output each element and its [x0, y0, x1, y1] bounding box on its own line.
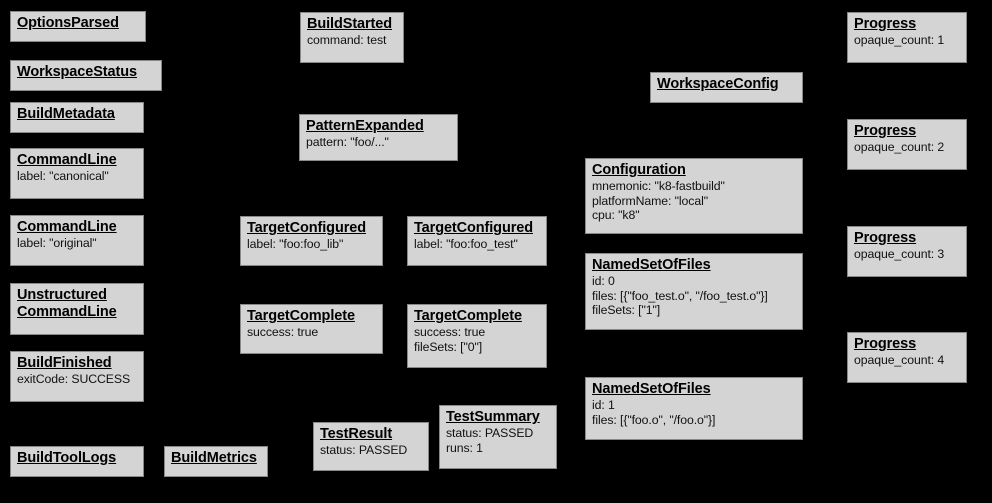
node-field: id: 0	[592, 274, 615, 289]
node-title: TestSummary	[446, 409, 540, 425]
node-title: BuildToolLogs	[17, 450, 117, 466]
node-field: platformName: "local"	[592, 193, 708, 208]
node-title: CommandLine	[17, 219, 117, 235]
node-build-tool-logs[interactable]: BuildToolLogs	[10, 446, 144, 477]
node-title: BuildMetrics	[171, 450, 257, 466]
node-field: files: [{"foo.o", "/foo.o"}]	[592, 412, 716, 427]
node-field: label: "original"	[17, 236, 97, 251]
node-field: status: PASSED	[320, 443, 408, 458]
node-build-metadata[interactable]: BuildMetadata	[10, 102, 144, 133]
node-field: opaque_count: 3	[854, 247, 945, 262]
node-field: cpu: "k8"	[592, 208, 640, 223]
node-title: TargetConfigured	[247, 220, 366, 236]
node-field: status: PASSED	[446, 426, 534, 441]
node-title: WorkspaceStatus	[17, 64, 137, 80]
node-field: command: test	[307, 33, 387, 48]
node-title: Progress	[854, 16, 917, 32]
node-title: Configuration	[592, 162, 686, 178]
node-title: TargetComplete	[414, 308, 522, 324]
node-title: BuildFinished	[17, 355, 112, 371]
node-field: opaque_count: 1	[854, 33, 945, 48]
node-field: label: "foo:foo_lib"	[247, 237, 344, 252]
node-workspace-config[interactable]: WorkspaceConfig	[650, 72, 803, 103]
node-field: files: [{"foo_test.o", "/foo_test.o"}]	[592, 288, 768, 303]
node-title: TestResult	[320, 426, 393, 442]
node-title: PatternExpanded	[306, 118, 424, 134]
node-title: WorkspaceConfig	[657, 76, 779, 92]
node-field: mnemonic: "k8-fastbuild"	[592, 179, 725, 194]
node-workspace-status[interactable]: WorkspaceStatus	[10, 60, 162, 91]
node-field: fileSets: ["1"]	[592, 303, 661, 318]
node-title: Unstructured	[17, 287, 107, 303]
node-field: label: "canonical"	[17, 169, 109, 184]
node-title: TargetComplete	[247, 308, 355, 324]
node-field: pattern: "foo/..."	[306, 135, 389, 150]
node-title: Progress	[854, 123, 917, 139]
node-title: CommandLine	[17, 152, 117, 168]
node-title: Progress	[854, 336, 917, 352]
node-field: opaque_count: 2	[854, 140, 945, 155]
node-field: success: true	[247, 325, 319, 340]
node-options-parsed[interactable]: OptionsParsed	[10, 11, 146, 42]
node-title: TargetConfigured	[414, 220, 533, 236]
node-title: CommandLine	[17, 304, 117, 321]
node-field: id: 1	[592, 398, 615, 413]
node-title: BuildMetadata	[17, 106, 115, 122]
node-field: exitCode: SUCCESS	[17, 372, 131, 387]
node-build-metrics[interactable]: BuildMetrics	[164, 446, 268, 477]
node-title: NamedSetOfFiles	[592, 257, 711, 273]
node-field: label: "foo:foo_test"	[414, 237, 518, 252]
node-title: BuildStarted	[307, 16, 393, 32]
node-title: Progress	[854, 230, 917, 246]
node-field: fileSets: ["0"]	[414, 339, 483, 354]
node-title: NamedSetOfFiles	[592, 381, 711, 397]
node-title: OptionsParsed	[17, 15, 119, 31]
node-field: success: true	[414, 325, 486, 340]
node-field: runs: 1	[446, 440, 483, 455]
node-field: opaque_count: 4	[854, 353, 945, 368]
